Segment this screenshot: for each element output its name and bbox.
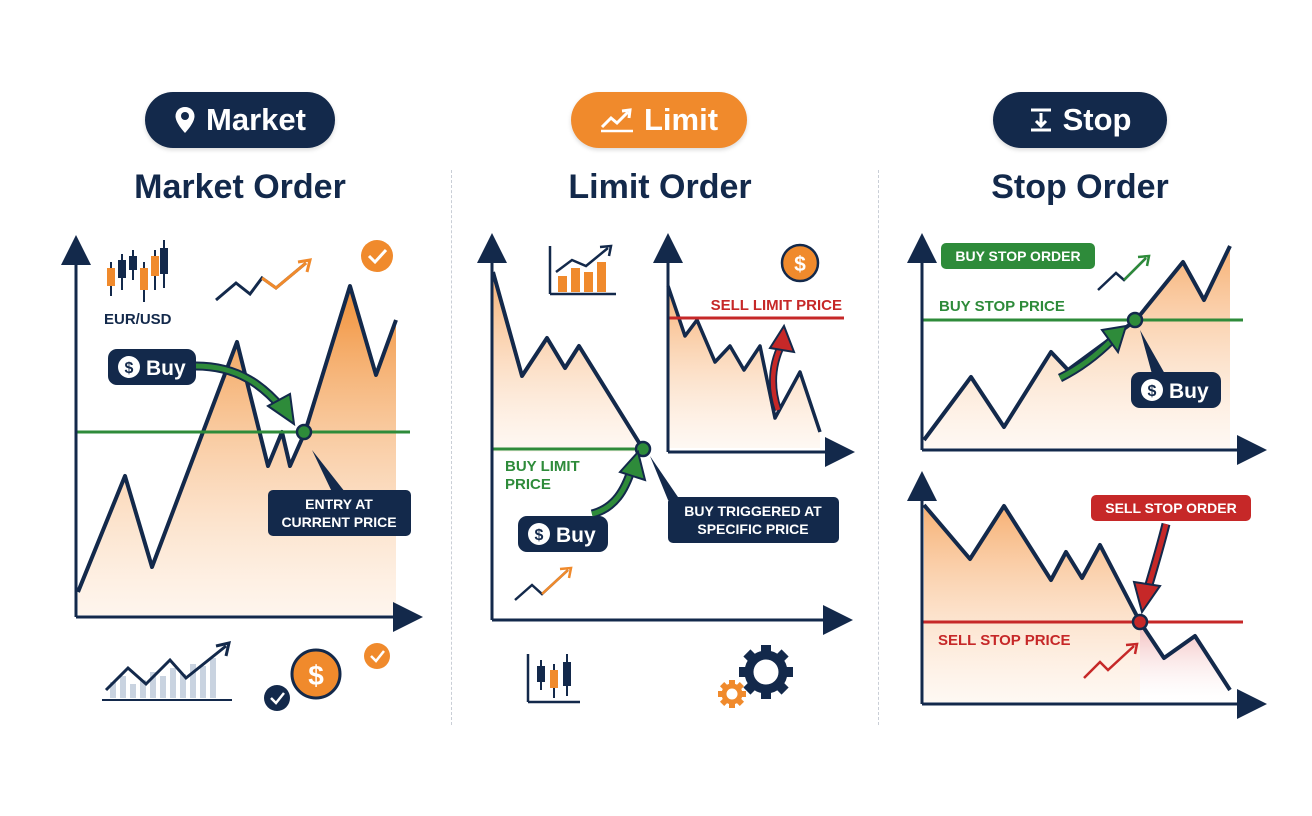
check-badge-orange-icon — [364, 643, 390, 669]
market-pair-label: EUR/USD — [104, 311, 172, 328]
limit-price-area — [493, 272, 643, 452]
check-badge-navy-icon — [264, 685, 290, 711]
candlestick-small-icon — [526, 654, 580, 704]
limit-pill-label: Limit — [643, 102, 719, 137]
limit-trigger-point — [634, 440, 652, 458]
buy-stop-pointer — [1140, 330, 1165, 374]
market-buy-badge[interactable]: $ Buy — [108, 349, 196, 385]
dollar-badge-symbol: $ — [794, 253, 806, 276]
limit-trigger-callout: BUY TRIGGERED AT SPECIFIC PRICE — [668, 497, 839, 543]
market-entry-line1: ENTRY AT — [305, 496, 373, 512]
limit-price-line — [491, 271, 645, 451]
buy-stop-trigger-point — [1126, 311, 1144, 329]
limit-title: Limit Order — [568, 168, 752, 206]
sell-stop-area — [924, 505, 1140, 702]
limit-buy-arrowhead — [618, 449, 647, 482]
currency-icon: $ — [535, 527, 544, 544]
limit-triggered-line2: SPECIFIC PRICE — [697, 521, 808, 537]
sell-stop-area-after — [1140, 622, 1230, 702]
buy-stop-arrow-fill — [1058, 338, 1114, 381]
sell-stop-chart — [907, 471, 1267, 719]
buy-stop-order-label: BUY STOP ORDER — [955, 248, 1080, 264]
buy-stop-area — [924, 246, 1230, 448]
limit-trigger-pointer — [650, 456, 680, 500]
buy-stop-arrowhead — [1100, 324, 1128, 355]
sell-stop-order-label: SELL STOP ORDER — [1105, 500, 1236, 516]
limit-triggered-line1: BUY TRIGGERED AT — [684, 503, 822, 519]
dollar-badge-icon: $ — [780, 243, 820, 283]
market-entry-pointer — [312, 450, 345, 492]
limit-sell-chart — [653, 233, 855, 467]
limit-buy-label: Buy — [556, 524, 596, 547]
market-pill-label: Market — [206, 102, 306, 137]
check-badge-icon — [361, 240, 393, 272]
market-pill[interactable]: Market — [145, 92, 335, 148]
sell-stop-arrow-fill — [1145, 523, 1169, 589]
buy-stop-trend-icon — [1097, 254, 1151, 291]
trend-arrow-icon — [215, 258, 313, 302]
limit-buy-price-line1: BUY LIMIT — [505, 458, 580, 475]
sell-stop-arrowhead — [1132, 580, 1162, 615]
sell-stop-price-label: SELL STOP PRICE — [938, 632, 1071, 649]
limit-main-chart — [477, 233, 853, 635]
buy-stop-chart — [907, 233, 1267, 465]
small-trend-icon — [514, 566, 573, 601]
gears-icon — [718, 645, 793, 708]
limit-sell-line — [666, 285, 822, 433]
buy-stop-price-label: BUY STOP PRICE — [939, 298, 1065, 315]
divider-right — [878, 170, 879, 725]
dollar-coin-symbol: $ — [308, 660, 324, 691]
candlestick-icon — [107, 240, 168, 302]
sell-stop-line — [922, 503, 1232, 692]
stop-level-icon — [1029, 107, 1053, 133]
market-entry-callout: ENTRY AT CURRENT PRICE — [268, 490, 411, 536]
market-entry-line2: CURRENT PRICE — [281, 514, 396, 530]
currency-icon: $ — [1148, 383, 1157, 400]
limit-sell-price-label: SELL LIMIT PRICE — [711, 297, 842, 314]
dollar-coin-icon: $ — [290, 648, 342, 700]
location-pin-icon — [174, 106, 196, 134]
stop-title: Stop Order — [991, 168, 1169, 206]
currency-icon: $ — [125, 360, 134, 377]
limit-sell-arrowhead — [768, 323, 796, 354]
market-title: Market Order — [134, 168, 346, 206]
stop-pill[interactable]: Stop — [993, 92, 1167, 148]
growth-chart-icon — [102, 640, 232, 701]
market-chart — [61, 235, 423, 632]
divider-left — [451, 170, 452, 725]
market-entry-point — [295, 423, 313, 441]
buy-stop-order-tag: BUY STOP ORDER — [941, 243, 1095, 269]
limit-buy-price-line2: PRICE — [505, 476, 551, 493]
market-buy-label: Buy — [146, 357, 186, 380]
market-price-area — [78, 286, 396, 615]
limit-pill[interactable]: Limit — [571, 92, 747, 148]
sell-stop-trigger-point — [1131, 613, 1149, 631]
stop-buy-badge[interactable]: $ Buy — [1131, 372, 1221, 408]
sell-stop-order-tag: SELL STOP ORDER — [1091, 495, 1251, 521]
bar-chart-icon — [548, 244, 616, 296]
stop-pill-label: Stop — [1062, 102, 1132, 137]
market-buy-arrowhead — [266, 392, 296, 427]
sell-stop-trend-icon — [1083, 642, 1139, 679]
limit-buy-badge[interactable]: $ Buy — [518, 516, 608, 552]
stop-buy-label: Buy — [1169, 380, 1209, 403]
trend-up-icon — [600, 107, 634, 133]
